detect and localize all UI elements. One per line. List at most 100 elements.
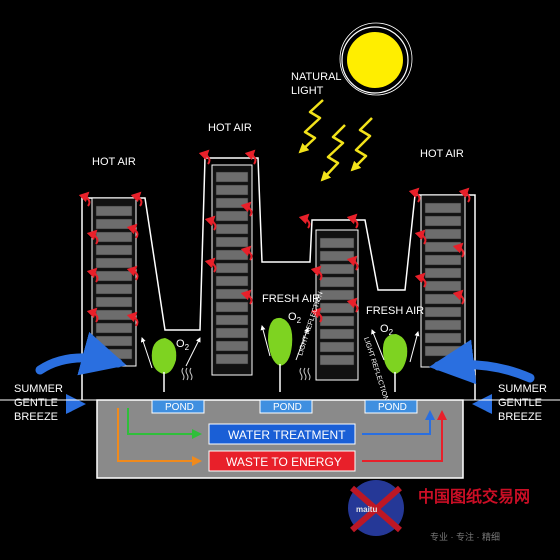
floor-slab [95,205,133,217]
floor-slab [424,254,462,266]
floor-slab [215,288,249,300]
o2-label-3: O2 [380,323,394,337]
floor-slab [215,314,249,326]
watermark-logo-text: maitu [356,505,377,514]
hot-air-arrow [126,223,139,239]
summer-breeze-arrows [35,331,535,415]
floor-slab [95,309,133,321]
hot-air-label-left: HOT AIR [92,156,136,168]
pond-3: POND [364,399,418,414]
natural-light-label-line2: LIGHT [291,85,324,97]
hot-air-arrow [78,191,91,207]
floor-slab [319,289,355,301]
hot-air-arrow [408,187,421,203]
summer-breeze-label-left-1: SUMMER [14,383,63,395]
natural-light-label-line1: NATURAL [291,71,342,83]
floor-slab [424,293,462,305]
floor-slab [319,354,355,366]
hot-air-arrow [414,229,427,245]
hot-air-label-center: HOT AIR [208,122,252,134]
watermark-site-name: 中国图纸交易网 [418,487,530,506]
hot-air-arrow [86,267,99,283]
summer-breeze-label-right-3: BREEZE [498,411,542,423]
floor-slab [215,262,249,274]
o2-label-2: O2 [288,311,302,325]
floor-slab [424,280,462,292]
pond-label: POND [273,402,302,413]
summer-breeze-label-left-2: GENTLE [14,397,58,409]
hot-air-arrow [346,255,359,271]
floor-slab [215,171,249,183]
floor-slab [215,223,249,235]
floor-slab [424,228,462,240]
floor-slab [95,322,133,334]
floor-slab [215,327,249,339]
hot-air-arrow [198,149,211,165]
hot-air-arrows [78,149,471,327]
fresh-air-label-right: FRESH AIR [366,305,424,317]
hot-air-arrow [126,311,139,327]
floor-slab [95,244,133,256]
floor-slab [95,218,133,230]
hot-air-arrow [346,213,359,229]
waste-to-energy-band: WASTE TO ENERGY [208,450,356,472]
floor-slab [319,276,355,288]
floor-slab [215,210,249,222]
hot-air-arrow [204,215,217,231]
floor-slab [319,250,355,262]
summer-breeze-label-right-1: SUMMER [498,383,547,395]
pond-1: POND [151,399,205,414]
floor-slab [95,335,133,347]
tree-icon [382,334,408,392]
fresh-air-arrows [140,325,420,369]
floor-slab [319,237,355,249]
natural-light-arrows [298,99,373,182]
basement-flow-arrows [117,408,447,466]
building-envelope-outline [81,157,476,400]
floor-slab [319,328,355,340]
fresh-air-label-left: FRESH AIR [262,293,320,305]
floor-slab [95,296,133,308]
pond-label: POND [378,402,407,413]
floor-slab [424,319,462,331]
hot-air-arrow [452,289,465,305]
floor-slab [215,353,249,365]
floor-slab [215,236,249,248]
floor-slab [215,275,249,287]
hot-air-arrow [414,272,427,288]
floor-slab [319,302,355,314]
floor-slab [424,241,462,253]
summer-breeze-label-right-2: GENTLE [498,397,542,409]
watermark-footer: 专业 · 专注 · 精细 [430,531,500,542]
water-treatment-label: WATER TREATMENT [228,428,346,442]
floor-slab [95,283,133,295]
hot-air-arrow [310,265,323,281]
floor-slab [319,263,355,275]
watermark: maitu 中国图纸交易网 专业 · 专注 · 精细 [348,480,530,542]
floor-slab [319,341,355,353]
hot-air-arrow [126,265,139,281]
hot-air-arrow [130,191,143,207]
floor-slab [424,202,462,214]
floor-slab [95,257,133,269]
evaporation-icon [181,367,311,381]
hot-air-arrow [346,297,359,313]
summer-breeze-label-left-3: BREEZE [14,411,58,423]
hot-air-arrow [86,229,99,245]
floor-slab [215,197,249,209]
floor-slab [424,306,462,318]
floor-slab [215,249,249,261]
tree-icon [151,338,177,392]
hot-air-arrow [204,257,217,273]
floor-slab [215,301,249,313]
floor-slab [95,270,133,282]
o2-label-1: O2 [176,338,190,352]
waste-to-energy-label: WASTE TO ENERGY [226,455,342,469]
floor-slab [95,231,133,243]
water-treatment-band: WATER TREATMENT [208,423,356,445]
floor-slab [215,184,249,196]
hot-air-arrow [310,307,323,323]
hot-air-arrow [298,213,311,229]
hot-air-arrow [458,187,471,203]
floor-slab [319,315,355,327]
